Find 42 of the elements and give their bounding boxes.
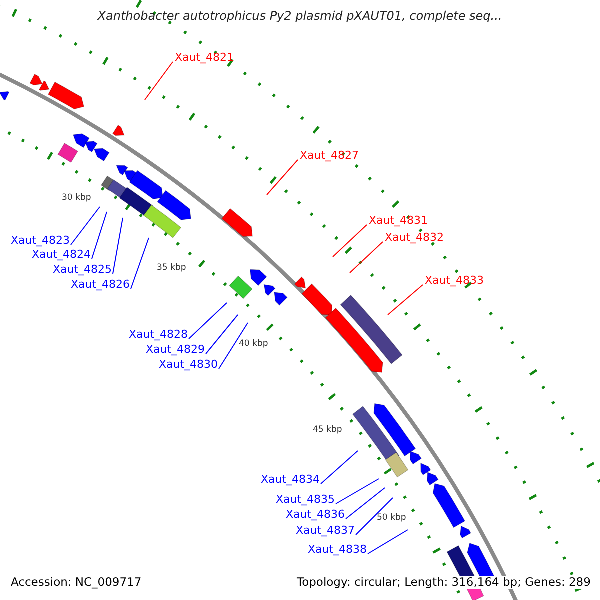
gene-label: Xaut_4838	[308, 543, 368, 556]
leader-line	[70, 206, 100, 246]
leader-line	[266, 160, 298, 196]
title: Xanthobacter autotrophicus Py2 plasmid pXAUT01, complete seq...	[96, 10, 504, 23]
leader-line	[144, 62, 174, 100]
gene-label: Xaut_4835	[276, 493, 336, 506]
gene-label: Xaut_4821	[175, 51, 234, 64]
gene-label: Xaut_4830	[159, 358, 218, 371]
leader-line	[320, 450, 358, 484]
gene-label: Xaut_4832	[385, 231, 444, 244]
leader-line	[346, 488, 386, 520]
gene-label: Xaut_4829	[146, 343, 206, 356]
leader-line	[130, 238, 150, 290]
scale-label: 45 kbp	[313, 424, 342, 437]
leader-line	[206, 314, 238, 354]
gene-label: Xaut_4828	[129, 328, 188, 341]
scale-label: 30 kbp	[62, 192, 92, 205]
leader-line	[336, 478, 380, 504]
leader-line	[332, 224, 368, 258]
leader-line	[112, 218, 124, 274]
gene-label: Xaut_4824	[32, 248, 92, 261]
leader-line	[188, 302, 228, 340]
gene-label: Xaut_4826	[71, 278, 130, 291]
accession-text: Accession: NC_009717	[9, 576, 144, 589]
leader-line	[218, 322, 248, 370]
gene-label: Xaut_4836	[286, 508, 346, 521]
gene-label: Xaut_4833	[425, 274, 484, 287]
topology-text: Topology: circular; Length: 316,164 bp; Genes: 289	[295, 576, 593, 589]
leader-line	[92, 212, 108, 260]
scale-label: 35 kbp	[157, 262, 186, 275]
gene-label: Xaut_4823	[11, 234, 70, 247]
leader-line	[368, 530, 408, 554]
leader-line	[356, 498, 394, 536]
gene-label: Xaut_4831	[369, 214, 428, 227]
gene-label: Xaut_4834	[261, 473, 320, 486]
leader-line	[350, 242, 384, 274]
leader-line	[388, 284, 424, 316]
scale-label: 40 kbp	[239, 338, 268, 351]
gene-label: Xaut_4827	[300, 149, 360, 162]
scale-label: 50 kbp	[377, 512, 406, 525]
gene-label: Xaut_4837	[296, 524, 356, 537]
gene-label: Xaut_4825	[53, 263, 112, 276]
